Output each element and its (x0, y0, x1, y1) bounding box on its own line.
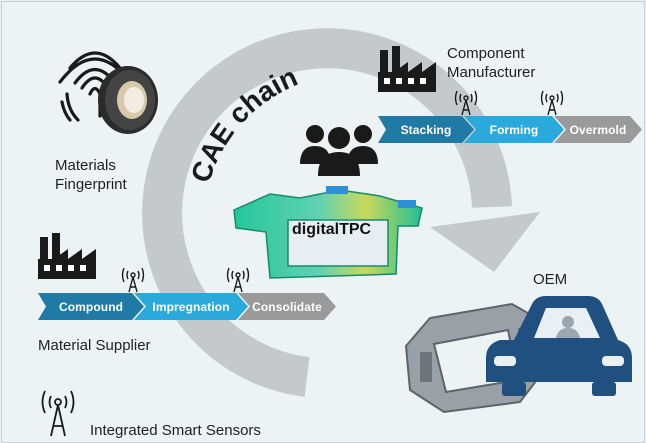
factory-icon-manufacturer (378, 46, 436, 92)
car-icon (486, 296, 632, 396)
process-step-forming: Forming (464, 116, 564, 143)
sensor-icon (226, 267, 250, 293)
factory-icon-supplier (38, 233, 96, 279)
component-manufacturer-label: Component Manufacturer (447, 45, 536, 81)
integrated-smart-sensors-label: Integrated Smart Sensors (90, 422, 261, 439)
process-step-compound: Compound (38, 293, 144, 320)
process-step-overmold: Overmold (554, 116, 642, 143)
tape-roll-icon (98, 66, 158, 134)
process-step-impregnation: Impregnation (134, 293, 248, 320)
sensor-icon (41, 390, 75, 437)
digital-tpc-part-image (233, 186, 423, 279)
sensor-icon (121, 267, 145, 293)
materials-fingerprint-label: Materials Fingerprint (55, 157, 127, 193)
sensor-icon (454, 90, 478, 116)
sensor-icon (540, 90, 564, 116)
oem-label: OEM (533, 271, 568, 288)
digital-tpc-label: digitalTPC (292, 221, 372, 238)
people-icon (300, 125, 378, 176)
material-supplier-label: Material Supplier (38, 337, 151, 354)
process-step-consolidate: Consolidate (238, 293, 336, 320)
process-step-stacking: Stacking (378, 116, 474, 143)
